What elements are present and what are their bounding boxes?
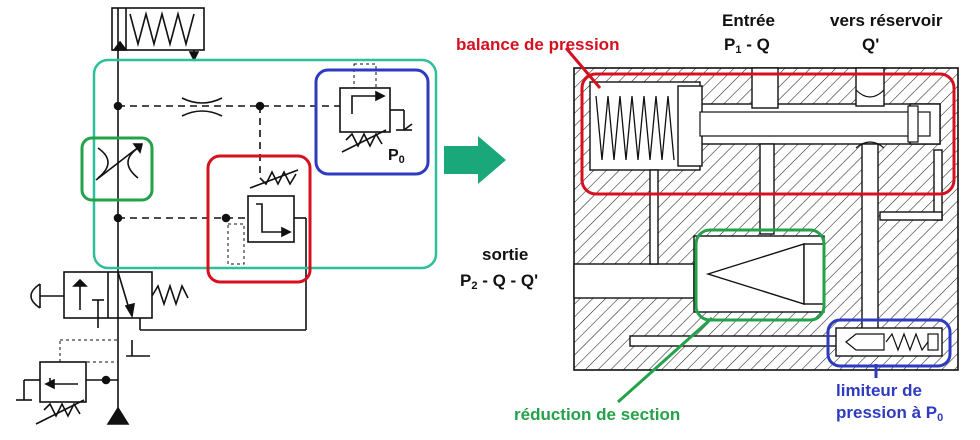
actuator-spring [129,10,195,48]
red-frame-section [580,72,956,196]
actuator-cylinder [111,7,205,51]
green-frame-section [694,228,826,322]
balance-spring [259,170,297,186]
reduction-leader [617,316,713,404]
transition-arrow [444,136,506,184]
balance-valve-body [247,195,295,243]
relief-valve [39,361,87,403]
balance-leader [564,47,602,89]
blue-frame-schematic [314,68,430,176]
cross-section [573,67,959,371]
limiteur-line1-label: limiteur de [836,381,922,400]
entree-label: Entrée [722,11,775,30]
balance-de-pression-label: balance de pression [456,35,620,54]
limiter-spring [345,132,383,148]
limiteur-line2-label: pression à P0 [836,403,944,424]
blue-frame-section [826,318,952,368]
teal-frame [92,58,438,270]
schematic [16,7,413,425]
red-frame-schematic [206,154,312,284]
vers-reservoir-label: vers réservoir [830,11,943,30]
green-frame-schematic [80,136,154,202]
q-prime-label: Q' [862,35,880,54]
sortie-label: sortie [482,245,529,264]
p0-schematic-label: P0 [388,147,405,166]
p1-q-label: P1 - Q [724,35,770,56]
reduction-de-section-label: réduction de section [514,405,681,424]
p2-q-label: P2 - Q - Q' [460,271,539,292]
